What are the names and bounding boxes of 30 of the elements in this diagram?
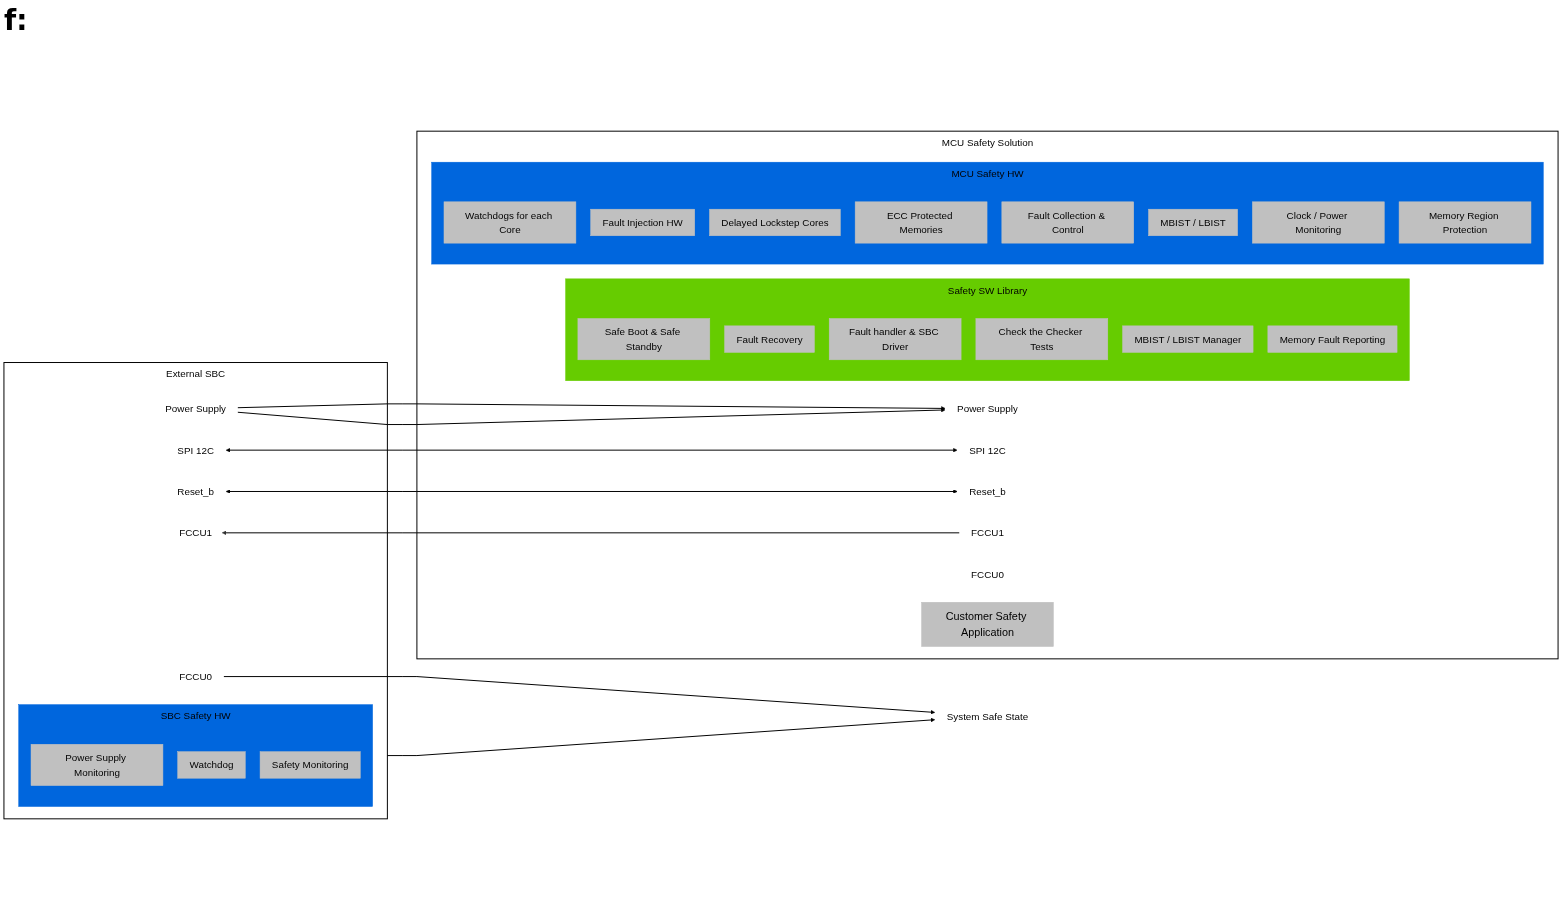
node-text: Power Supply	[957, 403, 1018, 415]
node-text: System Safe State	[946, 710, 1029, 722]
node-box: Power Supply Monitoring	[30, 744, 164, 786]
node-text: FCCU1	[179, 527, 213, 539]
node-box: ECC Protected Memories	[854, 201, 988, 244]
node-box: Memory Fault Reporting	[1267, 325, 1398, 353]
node-box: Fault Collection & Control	[1001, 201, 1134, 244]
node-box: Clock / Power Monitoring	[1252, 201, 1385, 244]
node-box: Customer Safety Application	[921, 602, 1054, 647]
node-box: Safety Monitoring	[259, 751, 361, 779]
node-box: MBIST / LBIST	[1148, 208, 1238, 236]
note-text: f:	[4, 4, 28, 37]
node-box: Fault Injection HW	[590, 208, 695, 236]
node-box: Watchdogs for each Core	[443, 201, 577, 244]
node-text: SPI 12C	[969, 444, 1006, 456]
node-box: Check the Checker Tests	[975, 318, 1109, 361]
node-text: Power Supply	[165, 403, 227, 415]
node-box: MBIST / LBIST Manager	[1122, 325, 1254, 353]
node-box: Fault Recovery	[724, 325, 815, 353]
node-box: Safe Boot & Safe Standby	[577, 318, 711, 361]
node-text: SPI 12C	[177, 444, 214, 456]
node-box: Fault handler & SBC Driver	[828, 318, 962, 361]
node-text: FCCU1	[971, 527, 1004, 539]
node-text: Reset_b	[969, 486, 1006, 497]
node-box: Delayed Lockstep Cores	[709, 208, 841, 236]
node-text: Reset_b	[177, 486, 214, 497]
node-text: FCCU0	[179, 671, 213, 682]
node-box: Memory Region Protection	[1398, 201, 1532, 244]
node-text: FCCU0	[971, 568, 1004, 580]
node-box: Watchdog	[177, 751, 246, 779]
